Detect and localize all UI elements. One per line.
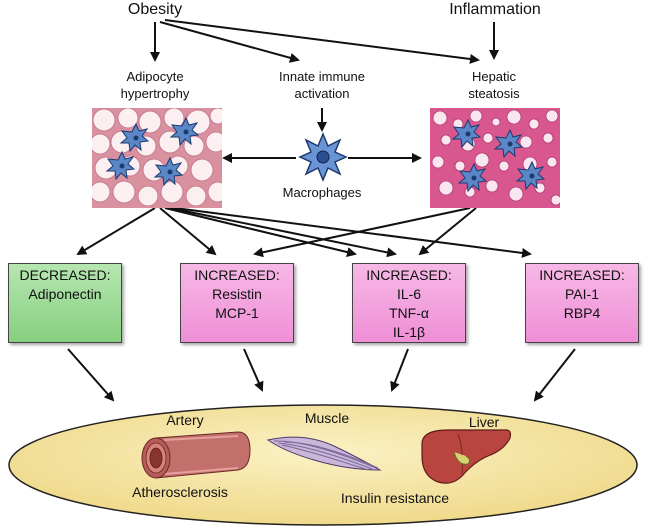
liver-tissue-image [430, 108, 560, 208]
box-item: TNF-α [389, 305, 429, 321]
adipocyte-hypertrophy-label: Adipocyte hypertrophy [120, 69, 190, 101]
box-increased-resistin-mcp1: INCREASED: Resistin MCP-1 [180, 263, 294, 343]
box-heading: INCREASED: [194, 267, 280, 283]
box-heading: INCREASED: [366, 267, 452, 283]
macrophage-icon [298, 132, 348, 182]
liver-label: Liver [468, 414, 500, 430]
hepatic-steatosis-label: Hepatic steatosis [468, 69, 520, 101]
box-item: MCP-1 [215, 305, 259, 321]
box-increased-il6-tnfa-il1b: INCREASED: IL-6 TNF-α IL-1β [352, 263, 466, 343]
liver-icon [421, 429, 512, 484]
inflammation-label: Inflammation [449, 1, 541, 18]
box-item: IL-1β [392, 324, 426, 340]
macrophages-label: Macrophages [282, 185, 362, 200]
innate-immune-activation-label: Innate immune activation [279, 69, 365, 101]
atherosclerosis-label: Atherosclerosis [132, 484, 228, 500]
muscle-label: Muscle [304, 410, 350, 426]
box-item: Adiponectin [28, 286, 102, 302]
artery-label: Artery [166, 412, 204, 428]
muscle-icon [266, 436, 382, 471]
box-heading: DECREASED: [19, 267, 111, 283]
insulin-resistance-label: Insulin resistance [340, 490, 450, 506]
box-decreased-adiponectin: DECREASED: Adiponectin [8, 263, 122, 343]
obesity-label: Obesity [127, 1, 183, 18]
box-heading: INCREASED: [539, 267, 625, 283]
box-item: IL-6 [396, 286, 422, 302]
artery-icon [141, 431, 251, 479]
box-item: PAI-1 [565, 286, 599, 302]
box-item: Resistin [212, 286, 262, 302]
adipose-tissue-image [92, 108, 222, 208]
box-increased-pai1-rbp4: INCREASED: PAI-1 RBP4 [525, 263, 639, 343]
box-item: RBP4 [563, 305, 601, 321]
